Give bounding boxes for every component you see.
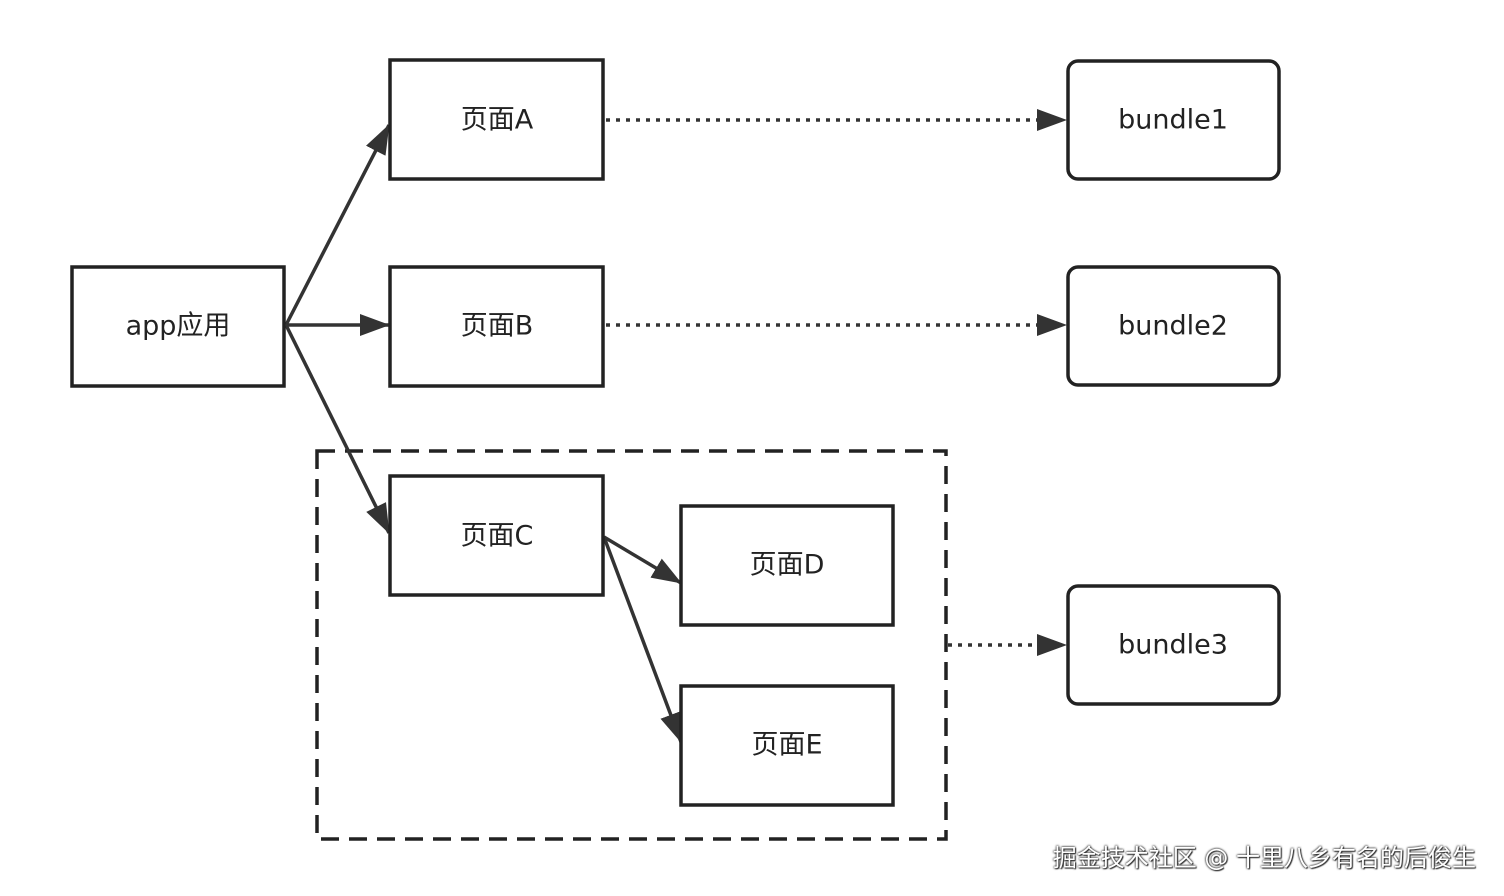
watermark-text: 掘金技术社区 @ 十里八乡有名的后俊生 — [1052, 844, 1476, 872]
node-page-a: 页面A — [388, 58, 605, 181]
edge-app-to-page-a — [284, 124, 391, 326]
node-bundle1-label: bundle1 — [1118, 105, 1228, 136]
node-page-b: 页面B — [388, 265, 605, 388]
node-page-d: 页面D — [679, 504, 895, 627]
bundle3-group-boundary — [315, 449, 948, 841]
node-page-a-label: 页面A — [461, 105, 534, 136]
edge-page-c-to-page-e — [602, 536, 683, 743]
node-app: app应用 — [70, 265, 286, 388]
node-page-e: 页面E — [679, 684, 895, 807]
node-page-b-label: 页面B — [461, 311, 534, 342]
node-app-label: app应用 — [126, 311, 231, 342]
node-page-d-label: 页面D — [750, 550, 825, 581]
edge-app-to-page-c — [284, 324, 391, 534]
node-bundle3-label: bundle3 — [1118, 630, 1228, 661]
edge-page-c-to-page-d — [603, 535, 682, 585]
node-page-e-label: 页面E — [751, 730, 822, 761]
node-page-c-label: 页面C — [461, 521, 534, 552]
node-bundle2-label: bundle2 — [1118, 311, 1228, 342]
node-bundle3: bundle3 — [1066, 584, 1281, 706]
node-bundle1: bundle1 — [1066, 59, 1281, 181]
node-page-c: 页面C — [388, 474, 605, 597]
node-bundle2: bundle2 — [1066, 265, 1281, 387]
